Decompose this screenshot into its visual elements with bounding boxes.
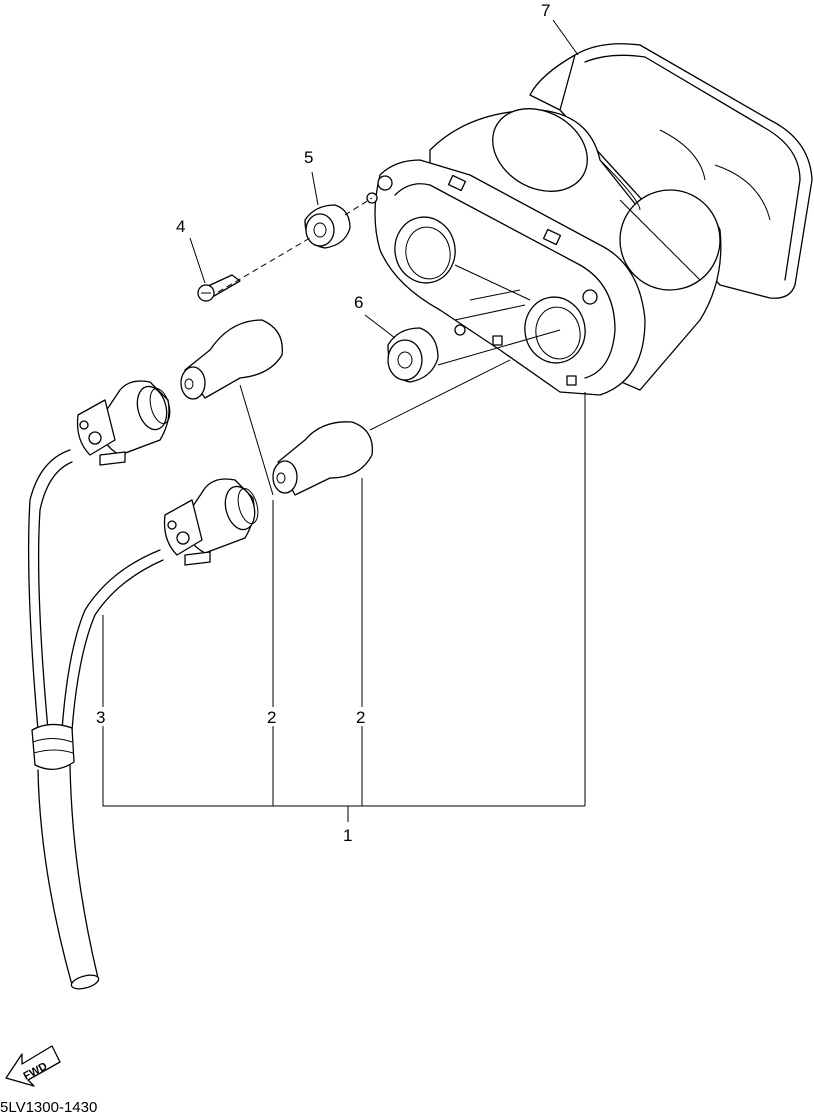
grommet-part-6 [387,327,439,383]
forward-arrow-icon: FWD [5,1045,61,1087]
callout-2-left: 2 [267,708,276,727]
callout-7: 7 [541,1,550,20]
callout-6: 6 [354,293,363,312]
drawing-code: 5LV1300-1430 [0,1099,98,1116]
lens-cover-part-7 [529,43,813,299]
housing-front-bracket [366,159,646,396]
callout-4: 4 [176,217,185,236]
socket-harness-part-3 [27,380,259,990]
callout-2-right: 2 [356,708,365,727]
bulb-part-2-upper [180,319,283,400]
screw-part-4 [197,274,241,302]
callout-5: 5 [304,148,313,167]
leader-lines [102,19,586,822]
callout-3: 3 [96,708,105,727]
bulb-part-2-lower [272,421,373,496]
callout-1: 1 [343,826,352,845]
grommet-part-5 [304,204,351,249]
